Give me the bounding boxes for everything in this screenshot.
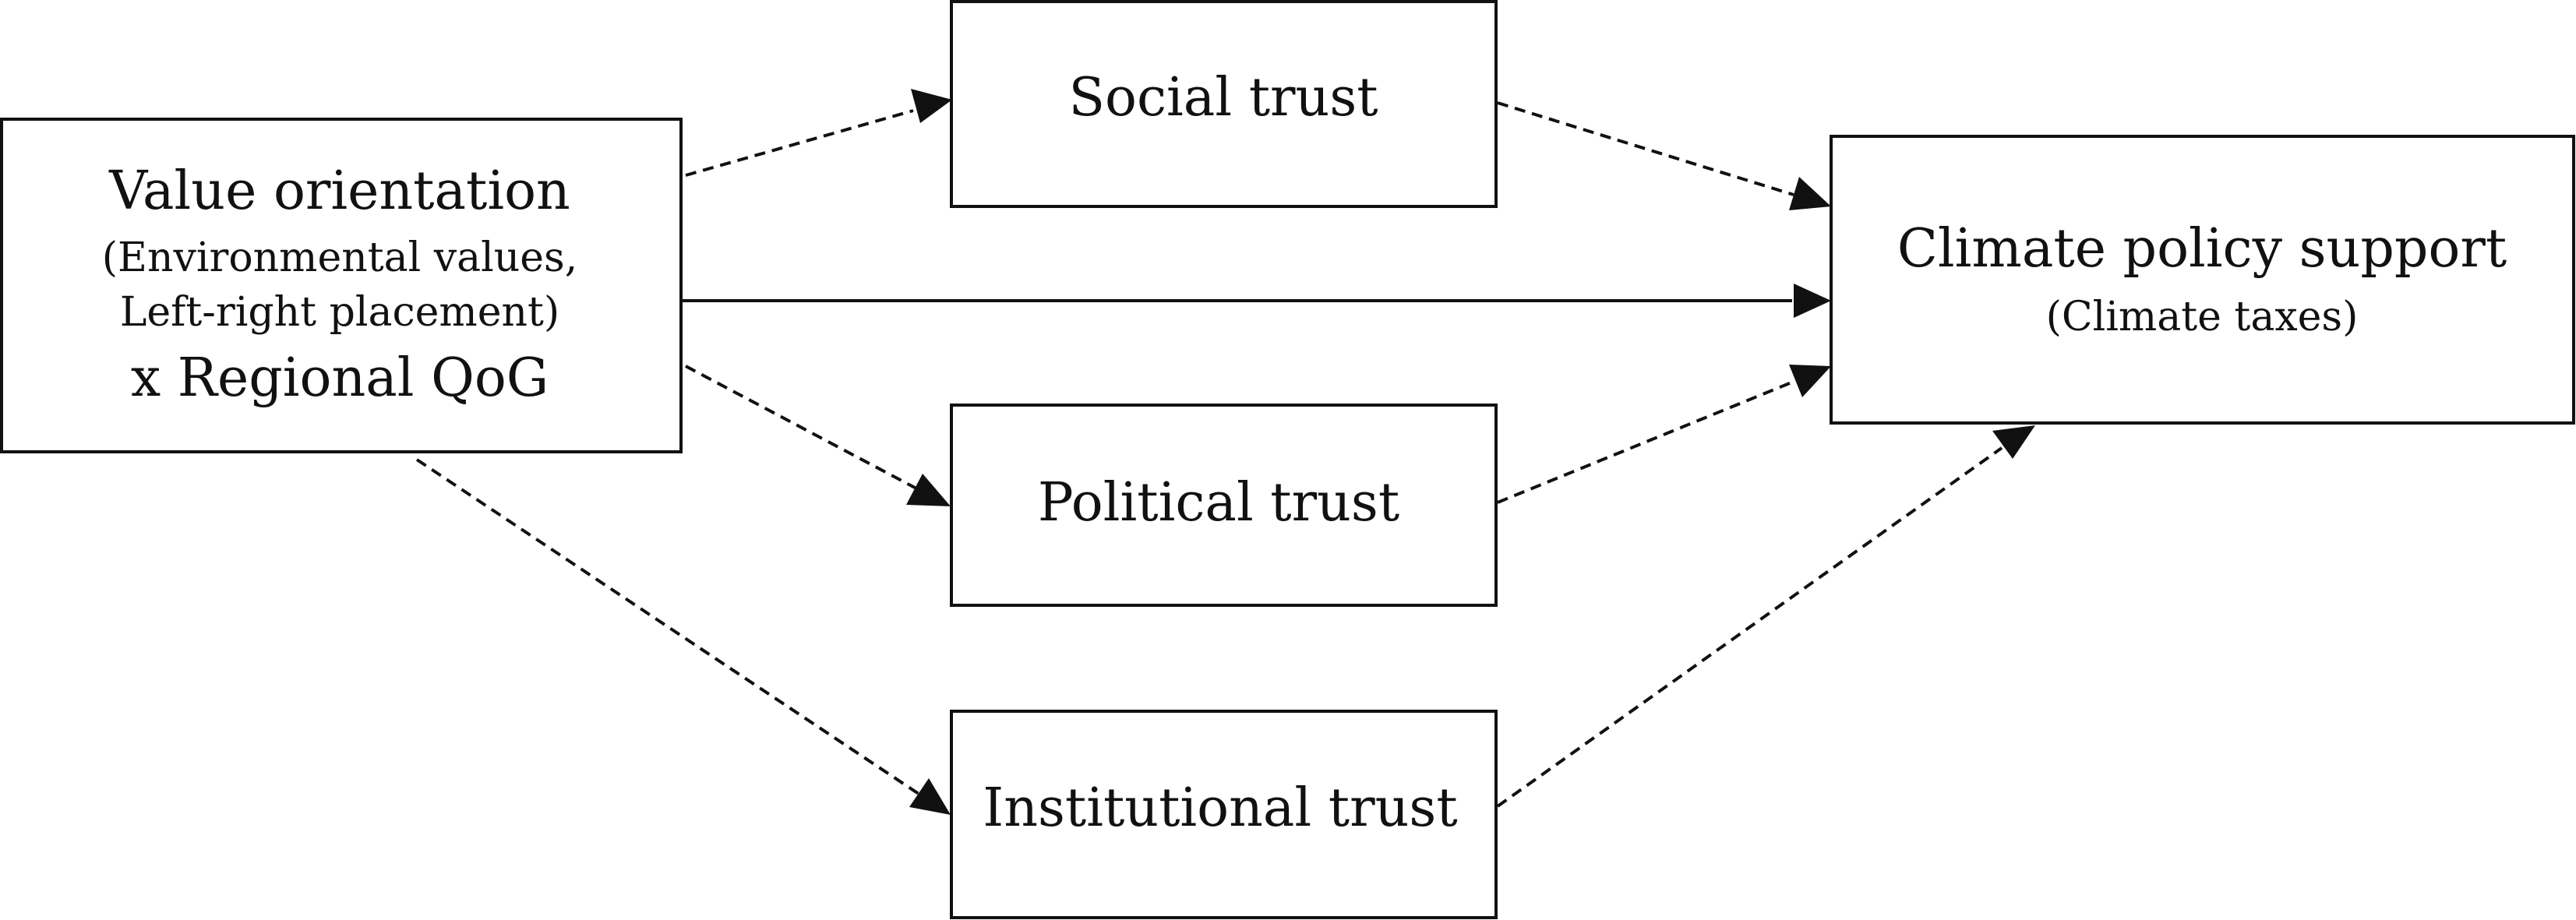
node-climate-policy-support-box bbox=[1830, 135, 2575, 425]
edge-social-trust-to-climate-policy-support bbox=[1497, 101, 1831, 210]
node-climate-policy-support-title: Climate policy support bbox=[1897, 218, 2507, 280]
node-climate-policy-support: Climate policy support (Climate taxes) bbox=[1830, 135, 2575, 425]
node-value-orientation-line2: (Environmental values, bbox=[102, 234, 578, 281]
edge-value-to-institutional-trust bbox=[415, 458, 951, 815]
node-social-trust: Social trust bbox=[950, 0, 1498, 208]
edge-value-to-political-trust bbox=[685, 365, 951, 506]
node-institutional-trust: Institutional trust bbox=[950, 710, 1498, 919]
node-institutional-trust-box bbox=[950, 710, 1498, 919]
edge-value-to-climate-policy-support bbox=[683, 284, 1831, 318]
node-value-orientation: Value orientation (Environmental values,… bbox=[0, 118, 683, 453]
node-value-orientation-title: Value orientation bbox=[108, 160, 570, 222]
edge-institutional-trust-to-climate-policy-support bbox=[1496, 425, 2035, 808]
edge-political-trust-to-climate-policy-support bbox=[1497, 365, 1831, 504]
node-political-trust-box bbox=[950, 404, 1498, 607]
node-value-orientation-line3: Left-right placement) bbox=[120, 289, 559, 336]
node-value-orientation-box bbox=[0, 118, 683, 453]
node-institutional-trust-title: Institutional trust bbox=[983, 777, 1457, 839]
edge-value-to-social-trust bbox=[685, 89, 952, 177]
node-political-trust-title: Political trust bbox=[1038, 472, 1399, 534]
node-value-orientation-line4: x Regional QoG bbox=[131, 347, 549, 409]
node-social-trust-title: Social trust bbox=[1068, 67, 1378, 129]
node-political-trust: Political trust bbox=[950, 404, 1498, 607]
node-climate-policy-support-subtitle: (Climate taxes) bbox=[2046, 294, 2359, 340]
node-social-trust-box bbox=[950, 0, 1498, 208]
